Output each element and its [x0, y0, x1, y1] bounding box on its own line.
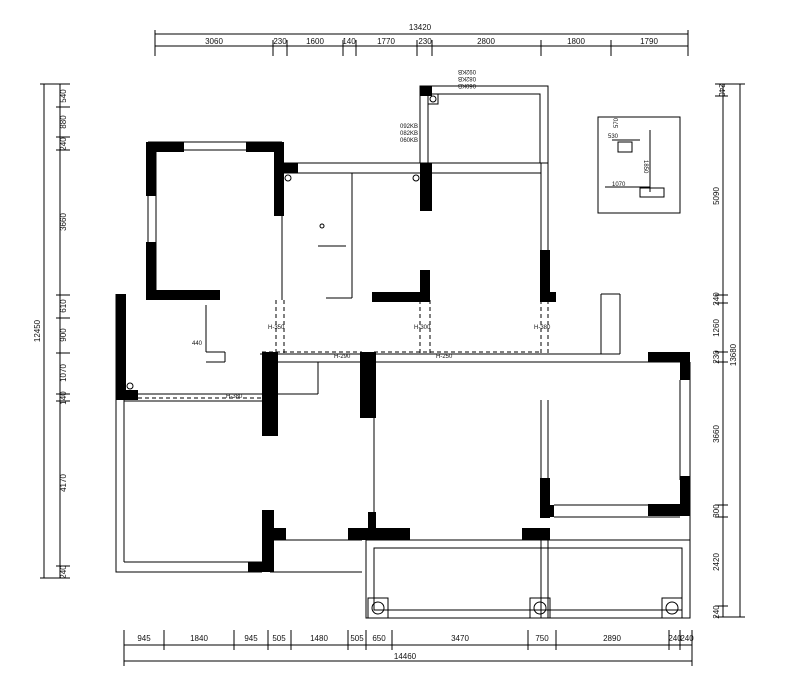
- bottom-dim-9: 750: [535, 634, 549, 643]
- right-dimension-chain: 240 5090 240 1260 230 13680 3660 300 242…: [712, 83, 745, 619]
- right-dim-8: 2420: [712, 553, 721, 571]
- bottom-dim-7: 650: [372, 634, 386, 643]
- bottom-dim-5: 1480: [310, 634, 328, 643]
- label-h250: H-250: [436, 354, 453, 360]
- top-total-dimension: 13420: [409, 23, 432, 32]
- bearing-walls: [116, 86, 690, 572]
- right-dim-1: 240: [717, 83, 726, 97]
- height-labels: H-350 H-300 H-380 H-290 H-250 H-380 440: [192, 325, 551, 400]
- bottom-dim-8: 3470: [451, 634, 469, 643]
- bottom-dim-12: 240: [680, 634, 694, 643]
- label-440: 440: [192, 341, 203, 347]
- room-notes: 092KB 082KB 060KB 092KB 082KB 060KB: [400, 68, 476, 144]
- note-1: 092KB: [458, 68, 476, 74]
- bottom-dim-3: 945: [244, 634, 258, 643]
- left-dim-8: 140: [59, 391, 68, 405]
- note-5: 082KB: [400, 131, 418, 137]
- label-h350-a: H-350: [268, 325, 285, 331]
- label-h380-b: H-380: [226, 394, 243, 400]
- bottom-dim-6: 505: [350, 634, 364, 643]
- top-dim-2: 230: [273, 37, 287, 46]
- column-markers: [126, 93, 683, 619]
- left-dim-1: 540: [59, 89, 68, 103]
- bottom-dim-10: 2890: [603, 634, 621, 643]
- right-dim-2: 5090: [712, 187, 721, 205]
- inset-dim-570: 570: [614, 117, 620, 128]
- note-4: 092KB: [400, 124, 418, 130]
- inset-dim-1850: 1850: [642, 160, 648, 174]
- left-dim-7: 1070: [59, 364, 68, 382]
- label-h380-a: H-380: [534, 325, 551, 331]
- top-dimension-chain: 13420 3060 230 1600 140 1770 230 2800 18…: [154, 23, 689, 56]
- top-dim-3: 1600: [306, 37, 324, 46]
- inset-dim-530: 530: [608, 134, 619, 140]
- top-dim-8: 1800: [567, 37, 585, 46]
- bottom-dim-4: 505: [272, 634, 286, 643]
- right-dim-5: 230: [712, 350, 721, 364]
- bottom-dimension-chain: 945 1840 945 505 1480 505 650 3470 750 2…: [123, 630, 694, 666]
- left-dim-3: 240: [59, 137, 68, 151]
- inset-detail: 530 1070 1850 570: [597, 116, 681, 214]
- top-dim-9: 1790: [640, 37, 658, 46]
- left-total-dimension: 12450: [33, 319, 42, 342]
- left-dim-2: 880: [59, 115, 68, 129]
- top-dim-4: 140: [342, 37, 356, 46]
- right-total-dimension: 13680: [729, 343, 738, 366]
- left-dim-5: 610: [59, 299, 68, 313]
- right-dim-6: 3660: [712, 425, 721, 443]
- top-dim-7: 2800: [477, 37, 495, 46]
- bottom-dim-1: 945: [137, 634, 151, 643]
- left-dim-6: 900: [59, 328, 68, 342]
- dashed-openings: [124, 300, 549, 399]
- top-dim-5: 1770: [377, 37, 395, 46]
- left-dim-10: 240: [59, 565, 68, 579]
- label-h290: H-290: [334, 354, 351, 360]
- top-dim-6: 230: [418, 37, 432, 46]
- top-dim-1: 3060: [205, 37, 223, 46]
- bottom-total-dimension: 14460: [394, 652, 417, 661]
- note-6: 060KB: [400, 138, 418, 144]
- note-2: 082KB: [458, 75, 476, 81]
- bottom-dim-11: 240: [668, 634, 682, 643]
- inset-dim-1070: 1070: [612, 182, 626, 188]
- bottom-dim-2: 1840: [190, 634, 208, 643]
- label-h300-a: H-300: [414, 325, 431, 331]
- right-dim-7: 300: [712, 504, 721, 518]
- note-3: 060KB: [458, 82, 476, 88]
- left-dim-9: 4170: [59, 474, 68, 492]
- right-dim-4: 1260: [712, 319, 721, 337]
- right-dim-9: 240: [712, 605, 721, 619]
- left-dim-4: 3660: [59, 213, 68, 231]
- left-dimension-chain: 12450 540 880 240 3660 610 900 1070 140 …: [33, 83, 70, 579]
- right-dim-3: 240: [712, 292, 721, 306]
